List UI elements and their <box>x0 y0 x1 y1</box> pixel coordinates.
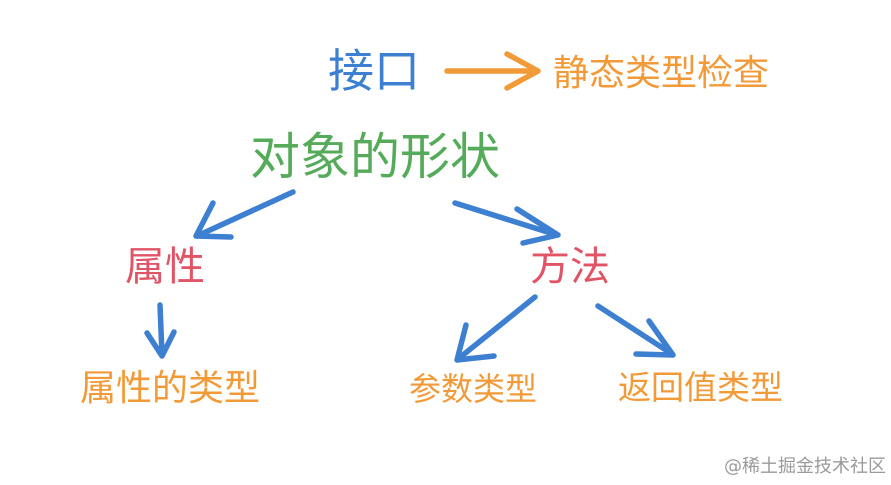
arrow-interface-to-check <box>444 51 541 91</box>
arrow-method-to-param <box>454 294 538 363</box>
arrow-shape-to-property <box>193 189 296 240</box>
arrow-method-to-return <box>595 303 676 358</box>
node-property-type: 属性的类型 <box>80 368 261 409</box>
arrow-property-to-type <box>144 302 177 359</box>
arrow-shape-to-method <box>452 200 561 246</box>
node-method: 方法 <box>530 244 610 290</box>
watermark: @稀土掘金技术社区 <box>724 456 886 477</box>
node-return-type: 返回值类型 <box>618 368 783 407</box>
node-interface: 接口 <box>328 44 420 98</box>
node-object-shape: 对象的形状 <box>250 128 500 186</box>
node-static-type-check: 静态类型检查 <box>553 53 770 94</box>
node-param-type: 参数类型 <box>409 370 538 408</box>
node-property: 属性 <box>125 244 205 290</box>
